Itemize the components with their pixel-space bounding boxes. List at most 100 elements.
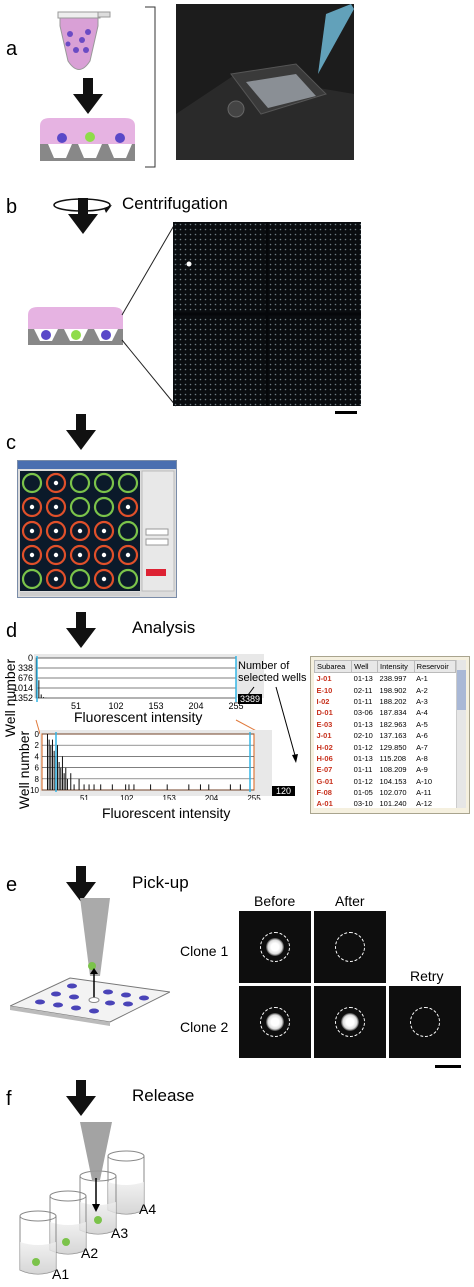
cell-dot [101,528,107,534]
selected-label-line2: selected wells [238,672,307,684]
table-header[interactable]: Subarea [314,660,353,673]
table-cell: A-9 [416,765,428,775]
panel-label-a: a [6,38,18,60]
table-cell: A-11 [416,788,432,798]
cell-dot [29,504,35,510]
cell-dot [29,552,35,558]
well-label-a2: A2 [81,1245,99,1261]
clone2-before-image [239,986,311,1058]
well-label-a1: A1 [52,1266,70,1282]
y-tick-label: 676 [18,673,33,683]
y-tick-label: 0 [28,653,33,663]
scale-bar [435,1065,461,1068]
chip-photo [176,4,354,160]
table-header[interactable]: Intensity [376,660,415,673]
scale-bar [335,411,357,414]
selected-wells-label: Number of selected wells [238,660,306,684]
well-circle [117,520,139,542]
table-cell: F-08 [316,788,332,798]
histogram-bar [188,784,190,790]
histogram-bar [38,680,40,698]
x-tick-label: 153 [163,794,177,800]
table-cell: D-01 [316,708,333,718]
pickup-illustration [10,898,170,1026]
histogram-bar [58,762,60,790]
row-clone1-label: Clone 1 [180,943,229,959]
histogram-bar [61,756,63,790]
histogram-bar [51,739,53,790]
clone1-after-image [314,911,386,983]
x-tick-label: 51 [71,701,81,711]
table-cell: A-1 [416,674,428,684]
cell-dot [53,480,59,486]
table-cell: A-8 [416,753,428,763]
well-circle [93,520,115,542]
cell-dot [77,552,83,558]
tube-and-chip-illustration [40,11,135,161]
y-tick-label: 6 [35,764,40,773]
well-circle [45,472,67,494]
table-cell: 01-12 [353,742,373,752]
down-arrow-icon [66,866,96,902]
hist1-xlabel: Fluorescent intensity [74,709,203,725]
table-cell: 104.153 [379,776,407,786]
table-header[interactable]: Reservoir [413,660,456,673]
panel-label-c: c [6,432,16,454]
histogram-bar [83,784,85,790]
down-arrow-icon [73,78,103,114]
cell-dot [53,576,59,582]
table-cell: A-01 [316,799,333,808]
y-tick-label: 4 [35,752,40,761]
x-tick-label: 204 [205,794,219,800]
histogram-bar [78,778,80,790]
software-window [17,460,177,598]
table-cell: 188.202 [379,696,407,706]
y-tick-label: 8 [35,775,40,784]
histogram-bar [73,784,75,790]
table-cell: 01-11 [353,696,373,706]
x-tick-label: 153 [148,701,163,711]
bracket [145,6,156,168]
table-cell: E-07 [316,765,333,775]
table-scrollbar[interactable] [456,660,466,808]
down-arrow-icon [66,414,96,450]
histogram-bar [125,784,127,790]
clone2-after-image [314,986,386,1058]
table-cell: 101.240 [379,799,407,808]
table-cell: G-01 [316,776,334,786]
table-cell: 198.902 [379,685,407,695]
histogram-bar [93,784,95,790]
table-cell: 137.163 [379,731,407,741]
table-cell: 03-06 [353,708,373,718]
pickup-caption: Pick-up [132,873,189,892]
chip-cross-section [28,307,123,345]
x-tick-label: 102 [108,701,123,711]
centrifugation-caption: Centrifugation [122,194,228,213]
table-header[interactable]: Well [351,660,378,673]
well-circle [69,544,91,566]
cell-dot [77,528,83,534]
table-cell: A-12 [416,799,433,808]
y-tick-label: 2 [35,741,40,750]
well-circle [93,568,115,590]
cell-dot [125,552,131,558]
cell-dot [29,528,35,534]
histogram-bar [56,745,58,790]
table-cell: E-03 [316,719,333,729]
histogram-bar [111,784,113,790]
table-cell: 238.997 [379,674,407,684]
table-cell: 187.834 [379,708,407,718]
